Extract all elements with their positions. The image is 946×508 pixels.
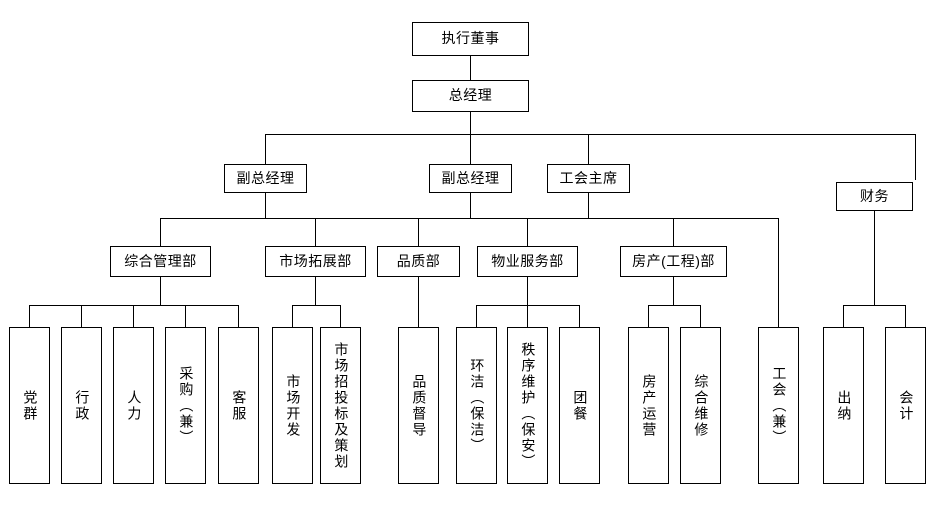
node-deputy-gm-2-label: 副总经理 [441, 169, 500, 186]
connector-bus-to-unit-union [778, 218, 779, 327]
connector-to-unit-admin [81, 305, 82, 327]
node-general-manager-label: 总经理 [448, 87, 493, 104]
connector-to-unit-catering [579, 305, 580, 327]
connector-bus-to-dept-market-dev [315, 218, 316, 246]
node-unit-admin[interactable]: 行政 [61, 327, 102, 484]
node-unit-catering-label: 团餐 [572, 389, 589, 422]
node-dept-realestate-eng[interactable]: 房产(工程)部 [620, 246, 727, 277]
node-unit-purchasing[interactable]: 采购（兼） [165, 327, 206, 484]
node-unit-general-maintenance[interactable]: 综合维修 [680, 327, 721, 484]
connector-bus-to-dept-realestate-eng [673, 218, 674, 246]
node-unit-bidding-planning-label: 市场招投标及策划 [333, 341, 350, 470]
node-unit-hr-label: 人力 [126, 389, 143, 422]
node-unit-admin-label: 行政 [74, 389, 91, 422]
connector-finance-bus [843, 305, 905, 306]
node-unit-general-maintenance-label: 综合维修 [693, 373, 710, 438]
connector-dept-bus [160, 218, 779, 219]
connector-to-unit-market-development [292, 305, 293, 327]
node-executive-director-label: 执行董事 [441, 30, 500, 47]
node-dept-quality-label: 品质部 [396, 252, 441, 269]
node-dept-realestate-eng-label: 房产(工程)部 [632, 252, 715, 269]
node-unit-realestate-ops[interactable]: 房产运营 [628, 327, 669, 484]
connector-to-unit-general-maintenance [700, 305, 701, 327]
node-unit-catering[interactable]: 团餐 [559, 327, 600, 484]
connector-bus-to-dept-property-service [527, 218, 528, 246]
node-executive-director[interactable]: 执行董事 [412, 22, 529, 56]
connector-exec-to-gm [470, 56, 471, 80]
connector-to-unit-purchasing [185, 305, 186, 327]
node-unit-union-label: 工会（兼） [771, 365, 788, 446]
node-unit-customer-service[interactable]: 客服 [218, 327, 259, 484]
connector-bus-to-union-chair [588, 134, 589, 164]
connector-realestate-eng-down [673, 277, 674, 305]
connector-bus-to-deputy1 [265, 134, 266, 164]
connector-to-unit-customer-service [238, 305, 239, 327]
connector-to-unit-hr [133, 305, 134, 327]
node-dept-property-service-label: 物业服务部 [491, 252, 564, 269]
node-dept-general-admin-label: 综合管理部 [124, 252, 197, 269]
node-dept-general-admin[interactable]: 综合管理部 [110, 246, 211, 277]
connector-finance-down [874, 211, 875, 305]
node-unit-market-development-label: 市场开发 [285, 373, 302, 438]
connector-bus-to-dept-general-admin [160, 218, 161, 246]
node-unit-realestate-ops-label: 房产运营 [641, 373, 658, 438]
node-unit-union[interactable]: 工会（兼） [758, 327, 799, 484]
connector-to-unit-party [29, 305, 30, 327]
connector-level2-bus [265, 134, 916, 135]
connector-union-chair-down [588, 193, 589, 218]
connector-to-unit-realestate-ops [648, 305, 649, 327]
connector-bus-to-deputy2 [470, 134, 471, 164]
node-unit-hr[interactable]: 人力 [113, 327, 154, 484]
node-dept-property-service[interactable]: 物业服务部 [477, 246, 578, 277]
node-unit-party[interactable]: 党群 [9, 327, 50, 484]
node-unit-customer-service-label: 客服 [231, 389, 248, 422]
node-unit-quality-supervision-label: 品质督导 [411, 373, 428, 438]
node-unit-order-security[interactable]: 秩序维护（保安） [507, 327, 548, 484]
node-dept-quality[interactable]: 品质部 [377, 246, 460, 277]
node-finance-label: 财务 [860, 187, 889, 204]
node-unit-quality-supervision[interactable]: 品质督导 [398, 327, 439, 484]
node-unit-cleaning[interactable]: 环洁（保洁） [456, 327, 497, 484]
node-unit-bidding-planning[interactable]: 市场招投标及策划 [320, 327, 361, 484]
node-unit-cleaning-label: 环洁（保洁） [469, 357, 486, 454]
connector-deputy1-down [265, 193, 266, 218]
node-dept-market-dev-label: 市场拓展部 [279, 252, 352, 269]
connector-market-dev-bus [292, 305, 340, 306]
connector-to-unit-cashier [843, 305, 844, 327]
node-unit-accounting-label: 会计 [898, 389, 915, 422]
connector-gm-down [470, 112, 471, 134]
node-general-manager[interactable]: 总经理 [412, 80, 529, 112]
connector-market-dev-down [315, 277, 316, 305]
connector-quality-down [418, 277, 419, 327]
connector-property-service-down [527, 277, 528, 305]
node-unit-cashier-label: 出纳 [836, 389, 853, 422]
node-deputy-gm-2[interactable]: 副总经理 [429, 164, 512, 193]
node-unit-party-label: 党群 [22, 389, 39, 422]
node-finance[interactable]: 财务 [836, 182, 913, 211]
node-unit-order-security-label: 秩序维护（保安） [520, 341, 537, 470]
node-union-chairman-label: 工会主席 [559, 169, 618, 186]
node-deputy-gm-1[interactable]: 副总经理 [224, 164, 307, 193]
node-deputy-gm-1-label: 副总经理 [236, 169, 295, 186]
node-unit-accounting[interactable]: 会计 [885, 327, 926, 484]
connector-to-unit-cleaning [476, 305, 477, 327]
node-unit-purchasing-label: 采购（兼） [178, 365, 195, 446]
connector-general-admin-down [160, 277, 161, 305]
connector-realestate-eng-bus [648, 305, 700, 306]
connector-to-unit-order-security [527, 305, 528, 327]
connector-bus-to-dept-quality [418, 218, 419, 246]
node-unit-market-development[interactable]: 市场开发 [272, 327, 313, 484]
connector-bus-to-finance [915, 134, 916, 180]
connector-to-unit-bidding-planning [340, 305, 341, 327]
node-unit-cashier[interactable]: 出纳 [823, 327, 864, 484]
node-union-chairman[interactable]: 工会主席 [547, 164, 630, 193]
node-dept-market-dev[interactable]: 市场拓展部 [265, 246, 366, 277]
connector-to-unit-accounting [905, 305, 906, 327]
connector-deputy2-down [470, 193, 471, 218]
